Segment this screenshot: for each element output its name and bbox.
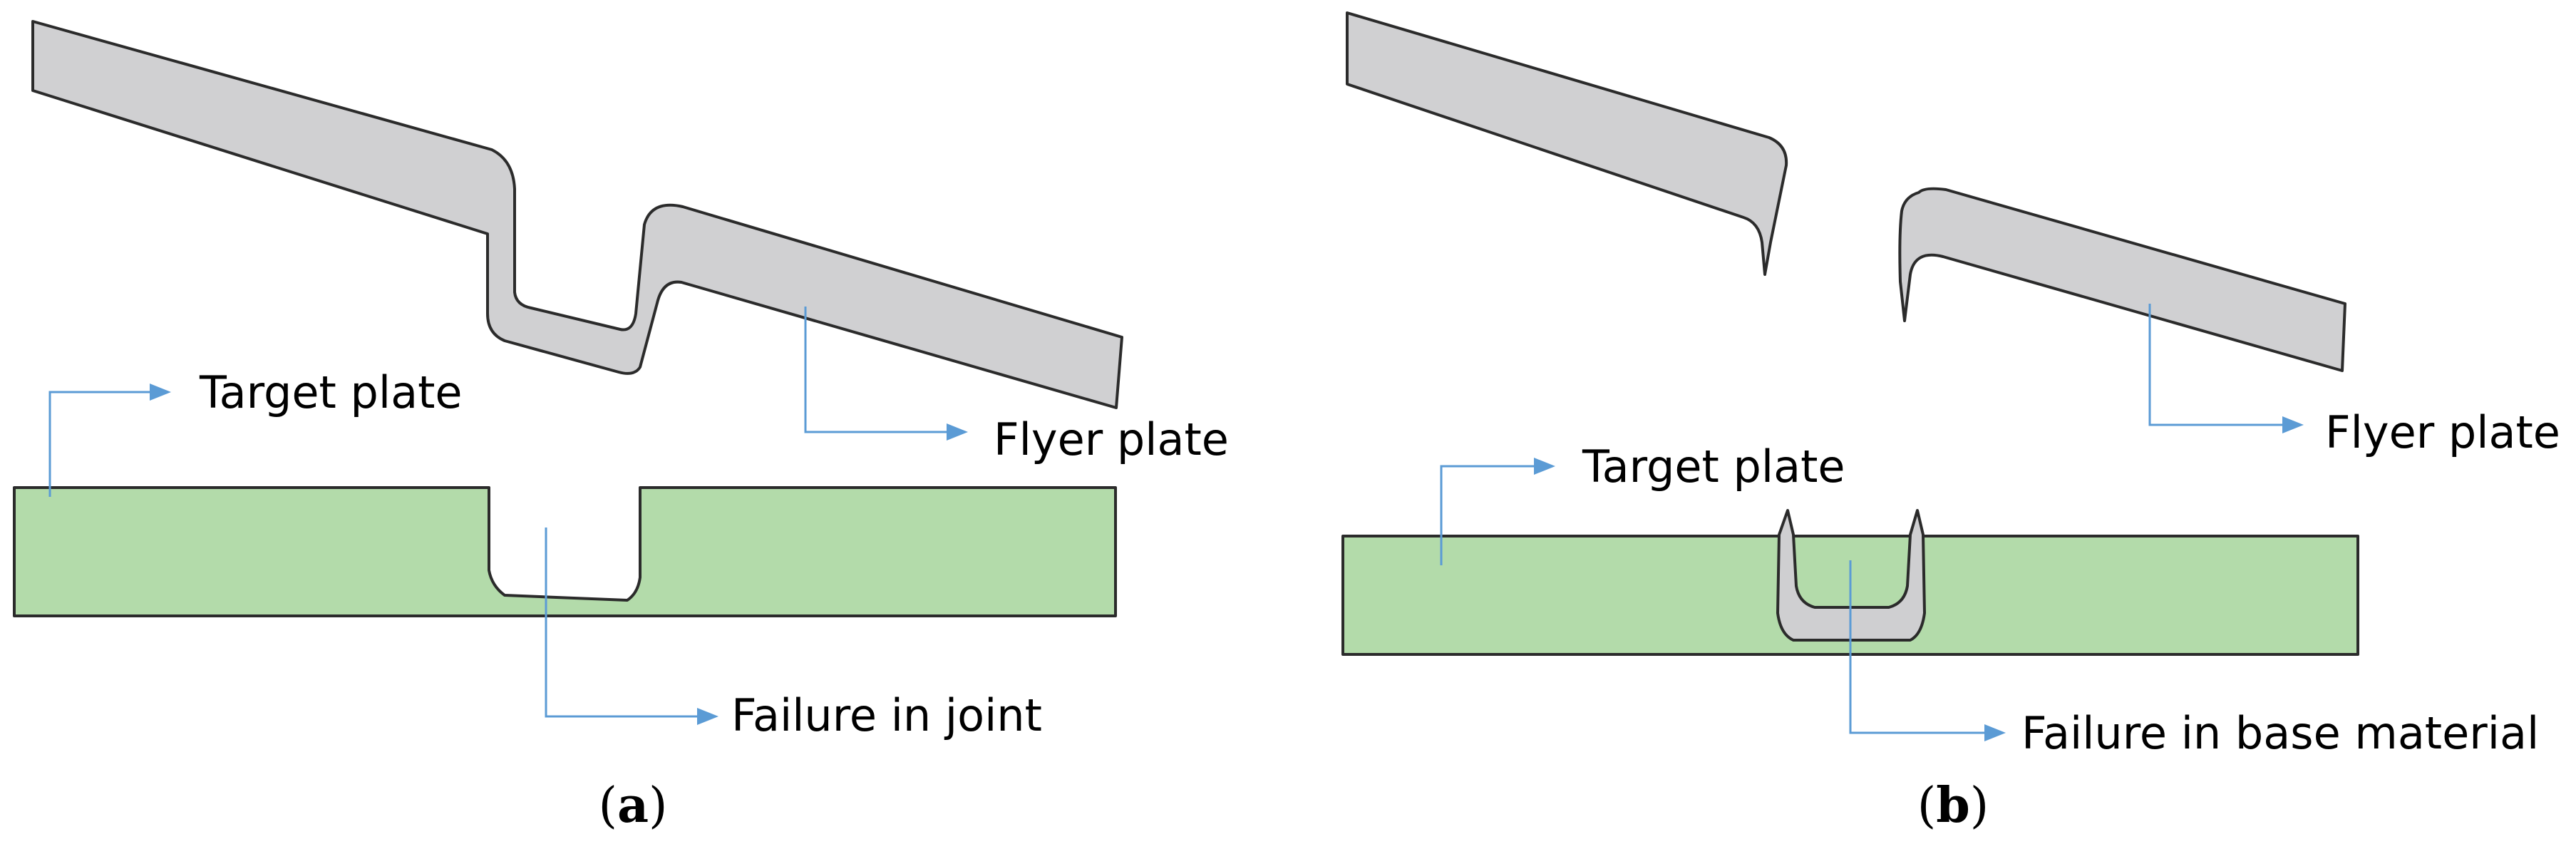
- panel-a-flyer-leader-line: [804, 307, 948, 433]
- panel-b-flyer-right-fragment: [1898, 187, 2346, 372]
- panel-b-target-arrowhead: [1534, 458, 1555, 475]
- panel-b-flyer-label: Flyer plate: [2325, 406, 2560, 458]
- panel-a-failure-leader-line: [545, 528, 699, 718]
- panel-b-failure-arrowhead: [1984, 724, 2006, 741]
- panel-b-flyer-leader-line: [2148, 304, 2284, 426]
- panel-b-target-label: Target plate: [1582, 441, 1845, 493]
- panel-a: Target plate Flyer plate Failure in join…: [13, 20, 1229, 834]
- panel-a-target-arrowhead: [150, 384, 171, 401]
- panel-a-target-label: Target plate: [199, 366, 463, 418]
- panel-b-caption: (b): [1917, 777, 1989, 834]
- panel-a-target-plate: [13, 486, 1117, 617]
- panel-b-flyer-arrowhead: [2282, 416, 2304, 433]
- panel-a-failure-label: Failure in joint: [731, 689, 1042, 741]
- panel-b-flyer-left-fragment: [1346, 11, 1788, 276]
- panel-b: Target plate Flyer plate Failure in base…: [1341, 11, 2560, 834]
- panel-a-failure-arrowhead: [697, 708, 718, 725]
- panel-b-failure-label: Failure in base material: [2021, 707, 2539, 759]
- panel-b-failure-leader-line: [1849, 560, 1986, 734]
- panel-a-flyer-arrowhead: [947, 423, 968, 441]
- panel-b-target-leader-line: [1440, 465, 1535, 565]
- panel-a-caption: (a): [598, 777, 667, 834]
- panel-a-flyer-label: Flyer plate: [994, 413, 1229, 465]
- panel-b-bonded-cup: [1776, 509, 1926, 642]
- panel-a-target-leader-line: [48, 391, 153, 497]
- panel-a-flyer-plate: [31, 20, 1123, 409]
